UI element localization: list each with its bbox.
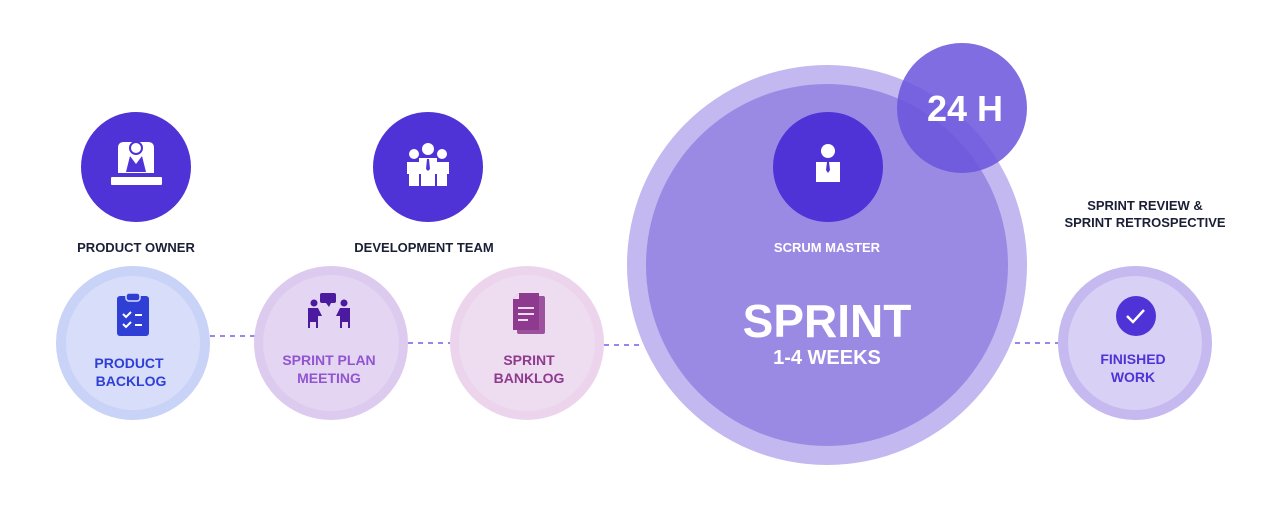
team-icon — [407, 143, 449, 186]
sprint-title: SPRINT — [743, 295, 912, 347]
product-backlog-node: PRODUCT BACKLOG — [56, 266, 210, 420]
finished-work-node: FINISHED WORK — [1058, 266, 1212, 420]
scrum-master-label: SCRUM MASTER — [774, 240, 881, 255]
document-icon — [513, 293, 545, 334]
check-circle-icon — [1116, 296, 1156, 336]
presenter-icon — [111, 141, 162, 185]
finished-work-label-2: WORK — [1111, 369, 1155, 385]
clipboard-checklist-icon — [117, 292, 149, 336]
sprint-review-label-1: SPRINT REVIEW & — [1087, 198, 1203, 213]
sprint-duration: 1-4 WEEKS — [773, 347, 881, 369]
sprint-banklog-node: SPRINT BANKLOG — [450, 266, 604, 420]
sprint-banklog-label-2: BANKLOG — [494, 370, 565, 386]
development-team-node: DEVELOPMENT TEAM — [354, 112, 494, 255]
connectors — [210, 335, 1058, 346]
development-team-label: DEVELOPMENT TEAM — [354, 240, 493, 255]
finished-work-label-1: FINISHED — [1100, 351, 1165, 367]
daily-badge — [897, 43, 1027, 173]
sprint-review-label-2: SPRINT RETROSPECTIVE — [1064, 215, 1225, 230]
product-owner-label: PRODUCT OWNER — [77, 240, 195, 255]
sprint-plan-label-1: SPRINT PLAN — [282, 352, 375, 368]
person-icon — [816, 144, 840, 182]
daily-label: 24 H — [927, 88, 1003, 129]
product-backlog-label-1: PRODUCT — [94, 355, 164, 371]
product-backlog-label-2: BACKLOG — [96, 373, 167, 389]
sprint-banklog-label-1: SPRINT — [503, 352, 555, 368]
sprint-plan-label-2: MEETING — [297, 370, 361, 386]
sprint-plan-meeting-node: SPRINT PLAN MEETING — [254, 266, 408, 420]
sprint-node: 24 H SCRUM MASTER SPRINT 1-4 WEEKS — [627, 43, 1027, 465]
meeting-icon — [308, 293, 350, 328]
product-owner-node: PRODUCT OWNER — [77, 112, 195, 255]
